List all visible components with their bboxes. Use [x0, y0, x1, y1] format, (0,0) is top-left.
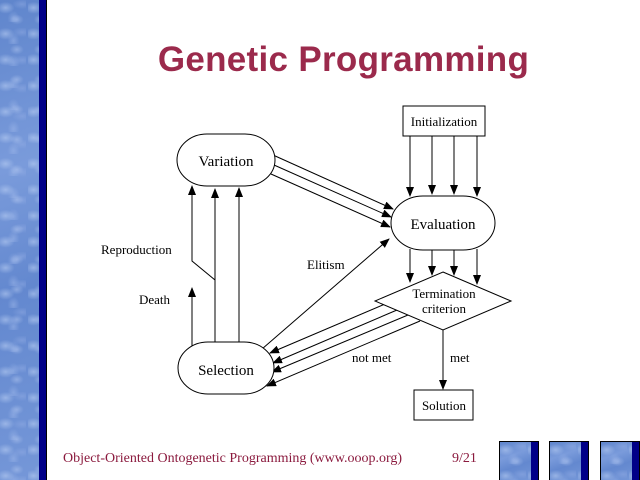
footer-thumbnail-1: [499, 441, 539, 480]
solution-box: [413, 389, 474, 421]
selection-shape: [177, 341, 275, 395]
left-water-texture-strip: [0, 0, 39, 480]
termination-diamond: [373, 271, 513, 331]
node-variation: Variation: [176, 133, 276, 187]
termination-label-line1: Termination: [412, 286, 476, 301]
initialization-box: [402, 105, 486, 137]
node-evaluation: Evaluation: [390, 195, 496, 251]
initialization-label: Initialization: [411, 114, 478, 129]
node-initialization: Initialization: [402, 105, 486, 137]
death-label: Death: [139, 292, 171, 307]
edge-arrow: [269, 303, 386, 354]
evaluation-label: Evaluation: [411, 217, 476, 233]
selection-label: Selection: [198, 363, 254, 379]
left-navy-bar: [39, 0, 46, 480]
variation-label: Variation: [199, 154, 254, 170]
reproduction-label: Reproduction: [101, 242, 172, 257]
edge-arrow: [272, 309, 398, 364]
edge-arrow: [266, 320, 421, 387]
left-edge-line: [46, 0, 47, 480]
edge-elitism: [261, 238, 390, 350]
edge-reproduction: [188, 185, 216, 342]
not-met-label: not met: [352, 350, 392, 365]
node-solution: Solution: [413, 389, 474, 421]
thumbnail-navy-bar: [632, 442, 639, 480]
node-termination-criterion: Termination criterion: [373, 271, 513, 331]
variation-shape: [176, 133, 276, 187]
slide-title: Genetic Programming: [157, 40, 530, 79]
thumbnail-navy-bar: [531, 442, 538, 480]
thumbnail-water-texture: [500, 442, 531, 480]
edge-arrow: [271, 314, 409, 373]
footer-text: Object-Oriented Ontogenetic Programming …: [63, 451, 403, 466]
thumbnail-water-texture: [601, 442, 632, 480]
edges-termination-to-selection: [266, 303, 421, 387]
solution-label: Solution: [422, 398, 467, 413]
met-label: met: [450, 350, 470, 365]
footer-thumbnail-3: [600, 441, 640, 480]
edge-arrow: [272, 154, 394, 210]
node-selection: Selection: [177, 341, 275, 395]
thumbnail-edge: [538, 442, 539, 480]
edge-arrow: [270, 173, 391, 228]
edges-initialization-to-evaluation: [406, 136, 481, 197]
page-number: 9/21: [452, 451, 477, 466]
evaluation-shape: [390, 195, 496, 251]
termination-label-line2: criterion: [422, 301, 467, 316]
edges-evaluation-to-termination: [406, 249, 481, 285]
thumbnail-navy-bar: [581, 442, 588, 480]
thumbnail-water-texture: [550, 442, 581, 480]
elitism-label: Elitism: [307, 257, 345, 272]
edge-arrow: [273, 164, 392, 218]
footer-thumbnail-2: [549, 441, 589, 480]
thumbnail-edge: [588, 442, 589, 480]
edges-variation-to-evaluation: [270, 154, 394, 228]
